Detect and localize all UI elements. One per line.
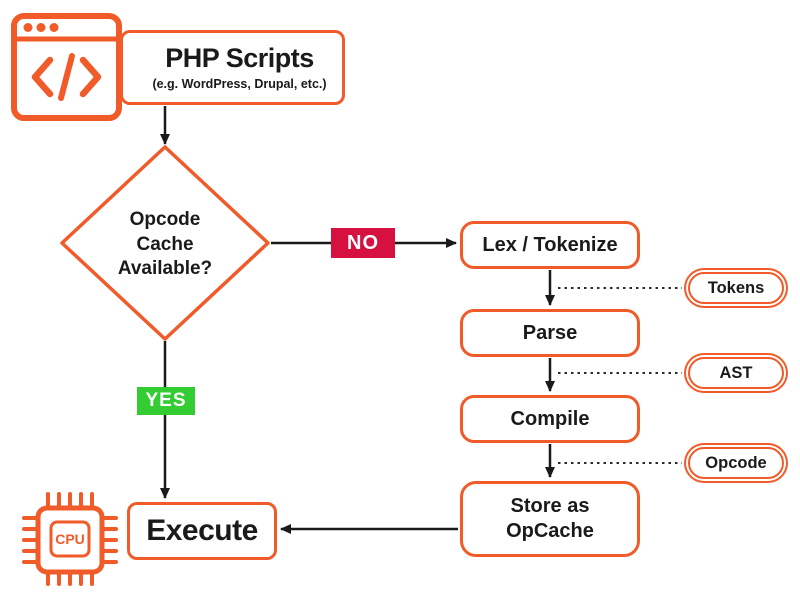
decision-line-2: Cache — [136, 233, 194, 255]
store-line-1: Store as — [510, 495, 590, 517]
decision-line-3: Available? — [117, 258, 213, 280]
decision-diamond — [60, 145, 270, 341]
no-branch-badge: NO — [331, 228, 395, 258]
yes-branch-badge: YES — [137, 387, 195, 415]
step-parse: Parse — [460, 309, 640, 357]
php-scripts-subtitle: (e.g. WordPress, Drupal, etc.) — [152, 76, 327, 91]
step-lex-tokenize: Lex / Tokenize — [460, 221, 640, 269]
decision-line-1: Opcode — [129, 208, 201, 230]
execute-node: Execute — [127, 502, 277, 560]
step-compile: Compile — [460, 395, 640, 443]
cpu-chip-icon: CPU — [18, 482, 122, 594]
php-scripts-title: PHP Scripts — [165, 43, 314, 74]
output-ast-pill: AST — [688, 357, 784, 389]
store-line-2: OpCache — [506, 520, 594, 542]
php-scripts-node: PHP Scripts (e.g. WordPress, Drupal, etc… — [120, 30, 345, 105]
decision-label: Opcode Cache Available? — [95, 203, 235, 287]
output-opcode-pill: Opcode — [688, 447, 784, 479]
output-tokens-pill: Tokens — [688, 272, 784, 304]
step-store-opcache: Store as OpCache — [460, 481, 640, 557]
code-window-icon — [10, 12, 123, 122]
cpu-label: CPU — [55, 531, 85, 547]
